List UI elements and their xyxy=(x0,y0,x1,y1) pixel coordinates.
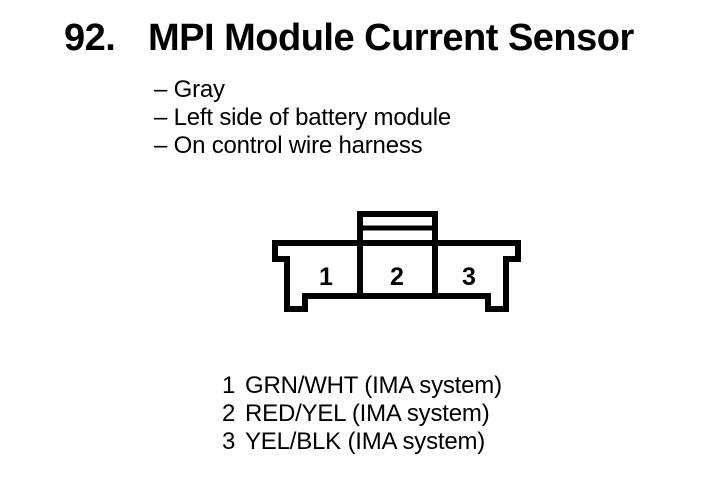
pin-wire-label: GRN/WHT (IMA system) xyxy=(245,372,502,399)
cavity-label-1: 1 xyxy=(319,263,333,291)
cavity-label-3: 3 xyxy=(462,263,476,291)
pin-wire-label: YEL/BLK (IMA system) xyxy=(245,428,486,455)
pin-row-1: 1 GRN/WHT (IMA system) xyxy=(222,372,502,400)
bullet-harness: – On control wire harness xyxy=(154,132,423,159)
bullet-location: – Left side of battery module xyxy=(154,104,452,131)
detail-bullets: – Gray – Left side of battery module – O… xyxy=(154,76,451,160)
item-number: 92. xyxy=(64,17,116,59)
connector-body-outline xyxy=(272,240,521,312)
pin-number: 3 xyxy=(222,428,236,455)
pin-table: 1 GRN/WHT (IMA system) 2 RED/YEL (IMA syst… xyxy=(222,372,502,456)
page-title: MPI Module Current Sensor xyxy=(148,17,634,59)
cavity-label-2: 2 xyxy=(390,263,404,291)
pin-number: 2 xyxy=(222,400,236,427)
pin-number: 1 xyxy=(222,372,236,399)
bullet-color: – Gray xyxy=(154,76,225,103)
pin-wire-label: RED/YEL (IMA system) xyxy=(245,400,490,427)
connector-latch xyxy=(357,211,438,299)
pin-row-3: 3 YEL/BLK (IMA system) xyxy=(222,428,502,456)
pin-row-2: 2 RED/YEL (IMA system) xyxy=(222,400,502,428)
